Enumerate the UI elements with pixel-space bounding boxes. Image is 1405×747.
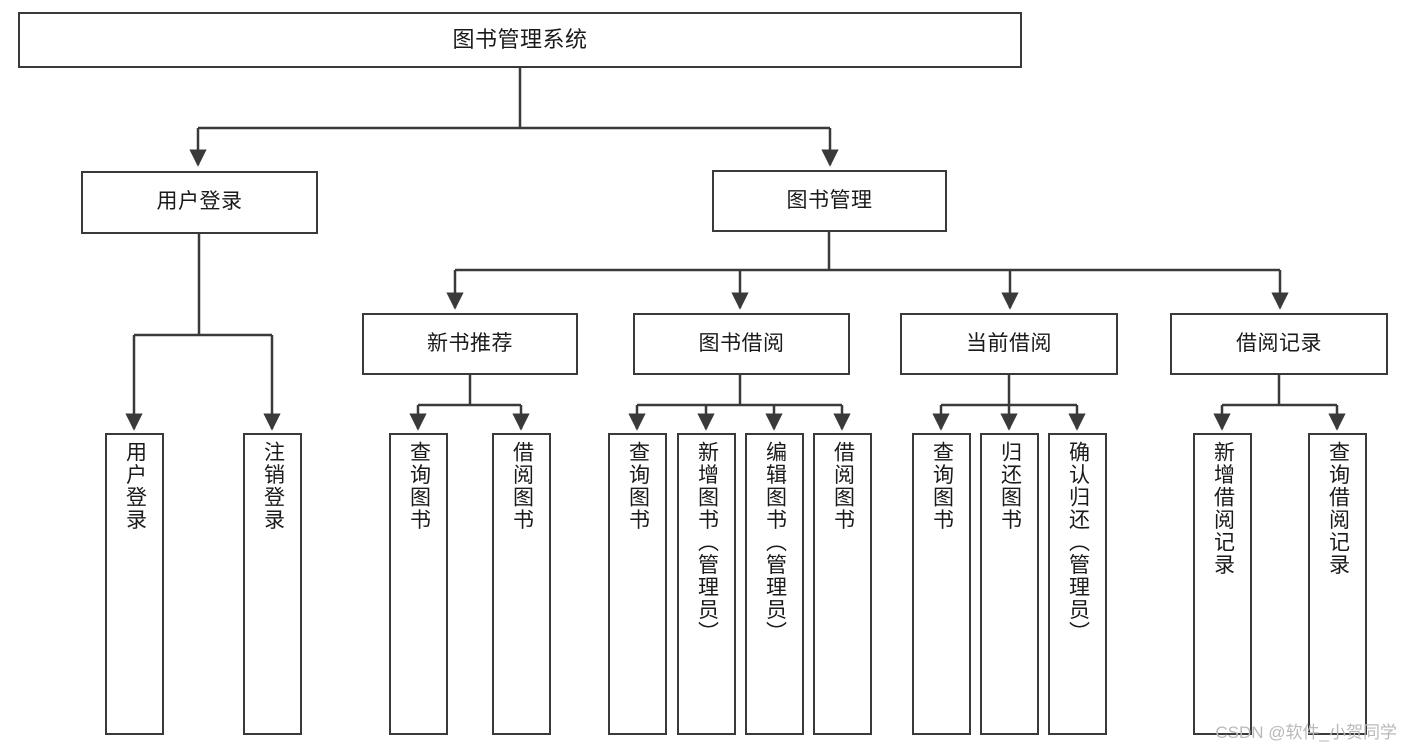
node-label: 图书借阅 (698, 331, 785, 355)
node-label: 新增图书（管理员） (695, 441, 719, 644)
node-label: 当前借阅 (966, 331, 1052, 355)
leaf-user-login-logout[interactable]: 注销登录 (243, 433, 302, 735)
node-label: 编辑图书（管理员） (763, 441, 787, 644)
leaf-borrow-record-query-record[interactable]: 查询借阅记录 (1308, 433, 1367, 735)
node-new-book-recommendation[interactable]: 新书推荐 (362, 313, 578, 375)
node-label: 用户登录 (156, 190, 243, 214)
node-borrowing-records[interactable]: 借阅记录 (1170, 313, 1388, 375)
leaf-user-login-login[interactable]: 用户登录 (105, 433, 164, 735)
node-label: 图书管理系统 (452, 27, 588, 53)
leaf-new-book-borrow-books[interactable]: 借阅图书 (492, 433, 551, 735)
leaf-borrow-record-add-record[interactable]: 新增借阅记录 (1193, 433, 1252, 735)
node-label: 图书管理 (786, 188, 873, 212)
node-label: 确认归还（管理员） (1066, 441, 1090, 644)
node-label: 新增借阅记录 (1211, 441, 1235, 576)
node-label: 查询图书 (407, 441, 431, 531)
node-label: 用户登录 (123, 441, 147, 531)
leaf-book-borrow-add-book-admin[interactable]: 新增图书（管理员） (677, 433, 736, 735)
node-label: 借阅图书 (831, 441, 855, 531)
node-label: 新书推荐 (427, 331, 513, 355)
leaf-book-borrow-edit-book-admin[interactable]: 编辑图书（管理员） (745, 433, 804, 735)
node-label: 查询图书 (930, 441, 954, 531)
leaf-current-borrow-return-books[interactable]: 归还图书 (980, 433, 1039, 735)
leaf-book-borrow-borrow-books[interactable]: 借阅图书 (813, 433, 872, 735)
leaf-book-borrow-query-books[interactable]: 查询图书 (608, 433, 667, 735)
node-label: 归还图书 (998, 441, 1022, 531)
leaf-current-borrow-query-books[interactable]: 查询图书 (912, 433, 971, 735)
node-current-borrowing[interactable]: 当前借阅 (900, 313, 1118, 375)
node-label: 注销登录 (261, 441, 285, 531)
node-book-borrowing[interactable]: 图书借阅 (633, 313, 850, 375)
leaf-new-book-query-books[interactable]: 查询图书 (389, 433, 448, 735)
csdn-watermark: CSDN @软件_小贺同学 (1215, 723, 1397, 742)
leaf-current-borrow-confirm-return-admin[interactable]: 确认归还（管理员） (1048, 433, 1107, 735)
node-label: 借阅图书 (510, 441, 534, 531)
node-user-login[interactable]: 用户登录 (81, 171, 318, 234)
node-label: 查询借阅记录 (1326, 441, 1350, 576)
node-label: 查询图书 (626, 441, 650, 531)
node-label: 借阅记录 (1236, 331, 1322, 355)
node-book-management[interactable]: 图书管理 (712, 170, 947, 232)
node-root-book-management-system[interactable]: 图书管理系统 (18, 12, 1022, 68)
